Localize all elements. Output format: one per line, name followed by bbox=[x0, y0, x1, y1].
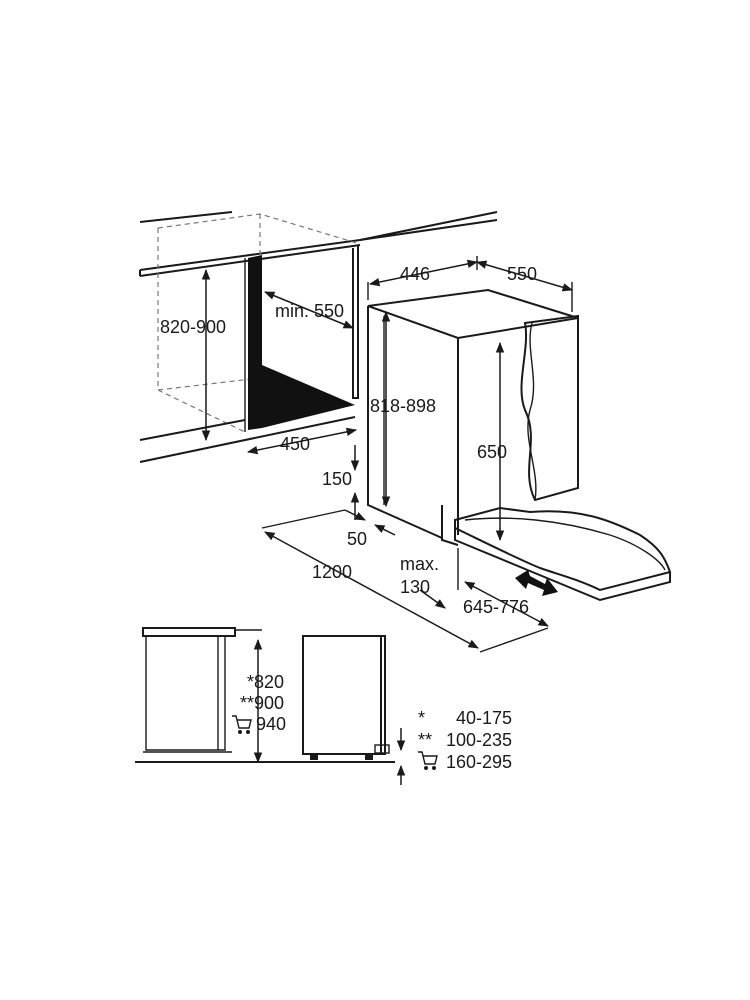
slide-range-arrow bbox=[464, 581, 549, 627]
slide-range-label: 645-776 bbox=[463, 597, 529, 617]
door-swing-label: 1200 bbox=[312, 562, 352, 582]
plinth-d-label: 50 bbox=[347, 529, 367, 549]
cab-height-label: 820-900 bbox=[160, 317, 226, 337]
app-width-label: 446 bbox=[400, 264, 430, 284]
niche-depth-label: min. 550 bbox=[275, 301, 344, 321]
dishwasher-body bbox=[367, 288, 579, 546]
open-door-panel bbox=[454, 506, 672, 602]
plinth-max-arrow bbox=[419, 589, 446, 609]
plinth-max-value: 130 bbox=[400, 577, 430, 597]
app-depth-label: 550 bbox=[507, 264, 537, 284]
legend-value-1: 40-175 bbox=[456, 708, 512, 728]
door-swing-arrow bbox=[264, 531, 479, 649]
niche-width-label: 450 bbox=[280, 434, 310, 454]
app-depth-arrow bbox=[475, 260, 574, 292]
door-height-label: 650 bbox=[477, 442, 507, 462]
floor-line bbox=[139, 416, 356, 463]
plinth-h-label: 150 bbox=[322, 469, 352, 489]
side-view-appliance bbox=[302, 635, 390, 760]
app-width-arrow bbox=[368, 259, 479, 287]
side-height-3: 940 bbox=[256, 714, 286, 734]
app-height-label: 818-898 bbox=[370, 396, 436, 416]
side-height-1: *820 bbox=[247, 672, 284, 692]
legend-value-2: 100-235 bbox=[446, 730, 512, 750]
legend-value-3: 160-295 bbox=[446, 752, 512, 772]
legend-mark-1: * bbox=[418, 708, 425, 728]
niche-side-post bbox=[352, 246, 359, 399]
worktop bbox=[139, 211, 498, 277]
side-height-2: **900 bbox=[240, 693, 284, 713]
niche-depth-arrow bbox=[264, 291, 354, 329]
side-view-cabinet bbox=[135, 627, 395, 763]
door-panel bbox=[520, 314, 579, 502]
shopping-cart-icon bbox=[418, 751, 438, 770]
plinth-d-arrow bbox=[344, 509, 366, 521]
plinth-max-label: max. bbox=[400, 554, 439, 574]
slide-double-arrow bbox=[515, 570, 558, 596]
plinth-d-arrow-2 bbox=[374, 524, 396, 536]
niche-back-panel bbox=[244, 255, 355, 432]
legend-mark-2: ** bbox=[418, 730, 432, 750]
niche-width-arrow bbox=[246, 427, 358, 455]
shopping-cart-icon bbox=[232, 715, 252, 734]
